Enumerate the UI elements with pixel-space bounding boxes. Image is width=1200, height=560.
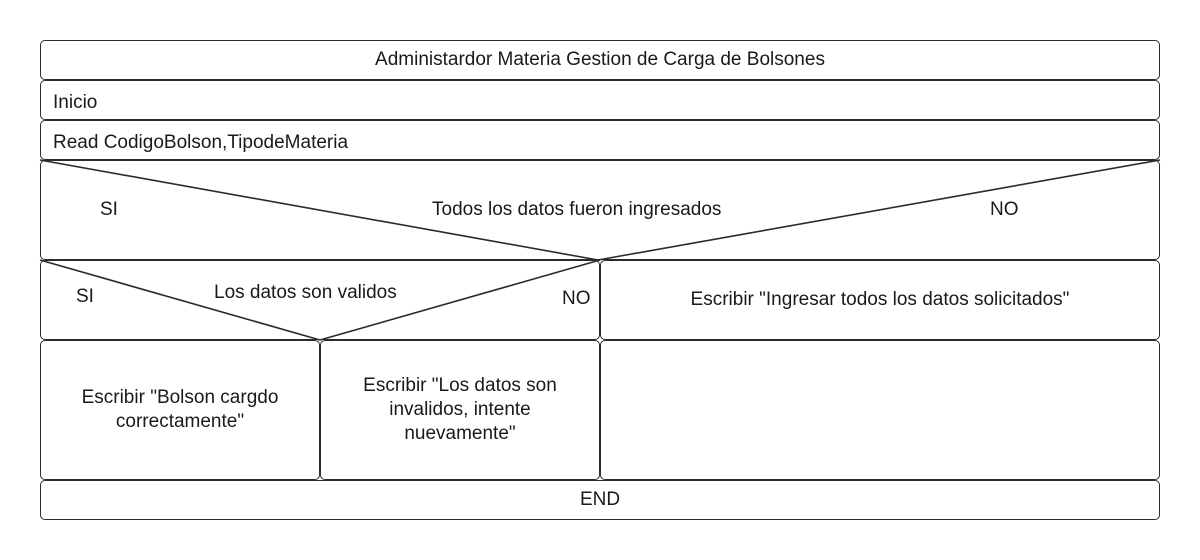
outer-no-action-box: Escribir "Ingresar todos los datos solic…	[600, 260, 1160, 340]
start-step-label: Inicio	[53, 92, 98, 113]
inner-decision-question: Los datos son validos	[214, 282, 397, 303]
empty-branch-box	[600, 340, 1160, 480]
outer-no-label: NO	[990, 199, 1019, 220]
end-step-label: END	[579, 489, 621, 511]
inner-yes-action-text: Escribir "Bolson cargdo correctamente"	[81, 387, 279, 432]
inner-yes-label: SI	[76, 286, 94, 307]
start-step-box: Inicio	[40, 80, 1160, 120]
read-step-label: Read CodigoBolson,TipodeMateria	[53, 132, 349, 153]
outer-yes-label: SI	[100, 199, 118, 220]
outer-decision-question: Todos los datos fueron ingresados	[432, 199, 722, 220]
inner-no-action-box: Escribir "Los datos son invalidos, inten…	[320, 340, 600, 480]
inner-no-action-text: Escribir "Los datos son invalidos, inten…	[363, 375, 557, 444]
end-step-box: END	[40, 480, 1160, 520]
diagram-title-box: Administardor Materia Gestion de Carga d…	[40, 40, 1160, 80]
read-step-box: Read CodigoBolson,TipodeMateria	[40, 120, 1160, 160]
inner-yes-action-box: Escribir "Bolson cargdo correctamente"	[40, 340, 320, 480]
outer-no-action-text: Escribir "Ingresar todos los datos solic…	[690, 289, 1070, 311]
diagram-title: Administardor Materia Gestion de Carga d…	[375, 49, 825, 71]
inner-no-label: NO	[562, 288, 591, 309]
